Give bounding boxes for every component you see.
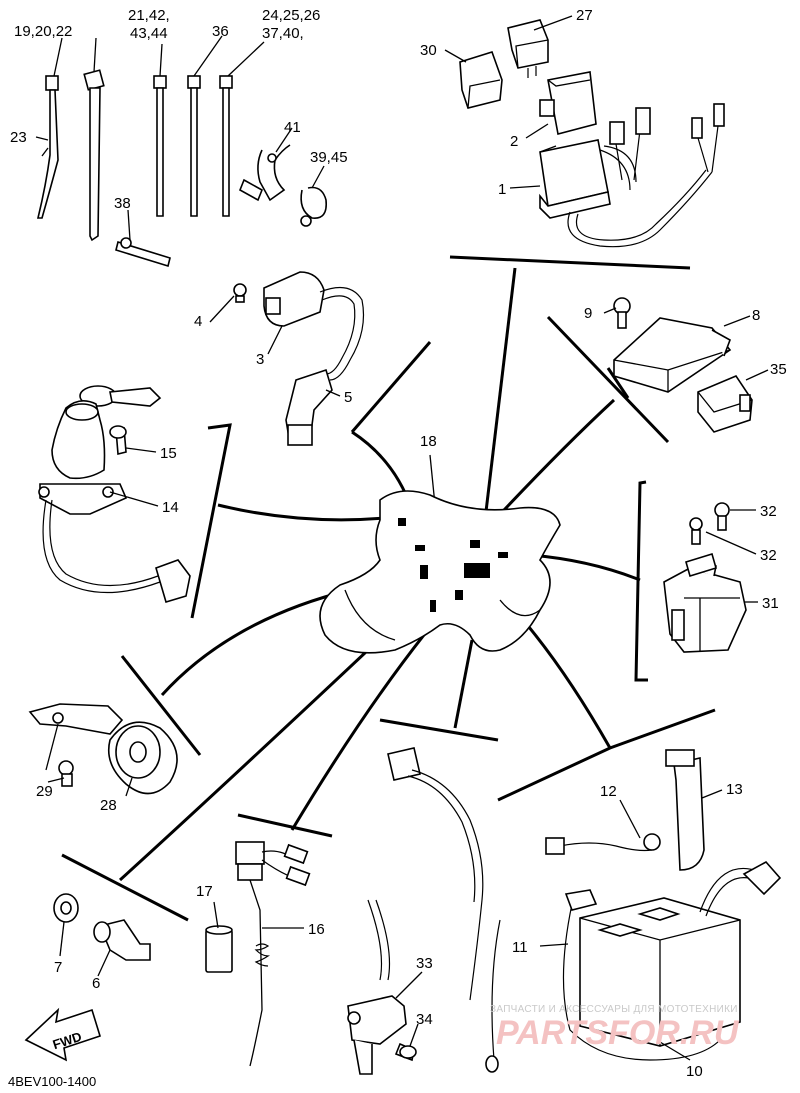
label-34: 34 xyxy=(416,1011,433,1028)
starter-relay xyxy=(663,502,747,653)
label-35: 35 xyxy=(770,361,787,378)
label-32-upper: 32 xyxy=(760,503,777,520)
label-14: 14 xyxy=(162,499,179,516)
relay-parts-top xyxy=(459,19,725,248)
label-16: 16 xyxy=(308,921,325,938)
regulator-group xyxy=(613,297,753,433)
label-9: 9 xyxy=(584,305,592,322)
watermark: ЗАПЧАСТИ И АКСЕССУАРЫ ДЛЯ МОТОТЕХНИКИ PA… xyxy=(490,1004,740,1052)
label-38: 38 xyxy=(114,195,131,212)
label-1: 1 xyxy=(498,181,506,198)
ignition-coil xyxy=(233,271,365,446)
fwd-arrow-icon: FWD xyxy=(24,1007,101,1062)
label-28: 28 xyxy=(100,797,117,814)
part-41-clamp xyxy=(238,144,291,202)
label-31: 31 xyxy=(762,595,779,612)
callout-labels: 19,20,22 21,42, 43,44 36 24,25,26 37,40,… xyxy=(10,7,787,1080)
motorcycle-silhouette xyxy=(319,490,561,654)
part-39-45-clip xyxy=(300,186,328,227)
label-6: 6 xyxy=(92,975,100,992)
label-3: 3 xyxy=(256,351,264,368)
diagram-code: 4BEV100-1400 xyxy=(8,1074,96,1089)
main-switch xyxy=(38,385,191,603)
label-13: 13 xyxy=(726,781,743,798)
label-23: 23 xyxy=(10,129,27,146)
neutral-switch xyxy=(53,893,151,961)
label-41: 41 xyxy=(284,119,301,136)
label-8: 8 xyxy=(752,307,760,324)
label-12: 12 xyxy=(600,783,617,800)
label-29: 29 xyxy=(36,783,53,800)
label-33: 33 xyxy=(416,955,433,972)
label-36: 36 xyxy=(212,23,229,40)
label-11: 11 xyxy=(512,939,528,956)
label-10: 10 xyxy=(686,1063,703,1080)
label-7: 7 xyxy=(54,959,62,976)
label-17: 17 xyxy=(196,883,213,900)
label-39-45: 39,45 xyxy=(310,149,348,166)
label-21-42: 21,42, xyxy=(128,7,170,24)
label-18: 18 xyxy=(420,433,437,450)
watermark-tagline: ЗАПЧАСТИ И АКСЕССУАРЫ ДЛЯ МОТОТЕХНИКИ xyxy=(490,1004,738,1015)
label-5: 5 xyxy=(344,389,352,406)
label-30: 30 xyxy=(420,42,437,59)
label-15: 15 xyxy=(160,445,177,462)
battery-group xyxy=(485,749,782,1073)
part-38-strap xyxy=(115,237,171,268)
section-dividers xyxy=(61,255,716,922)
label-32-lower: 32 xyxy=(760,547,777,564)
brake-switch xyxy=(205,841,311,1067)
label-27: 27 xyxy=(576,7,593,24)
sidestand-switch xyxy=(347,747,484,1075)
horn xyxy=(28,703,178,795)
label-19-20-22: 19,20,22 xyxy=(14,23,72,40)
cable-ties xyxy=(36,69,233,242)
label-43-44: 43,44 xyxy=(130,25,168,42)
label-37-40: 37,40, xyxy=(262,25,304,42)
label-4: 4 xyxy=(194,313,202,330)
leader-lines xyxy=(35,15,769,1061)
watermark-logo: PARTSFOR.RU xyxy=(496,1014,740,1052)
label-24-25-26: 24,25,26 xyxy=(262,7,320,24)
label-2: 2 xyxy=(510,133,518,150)
